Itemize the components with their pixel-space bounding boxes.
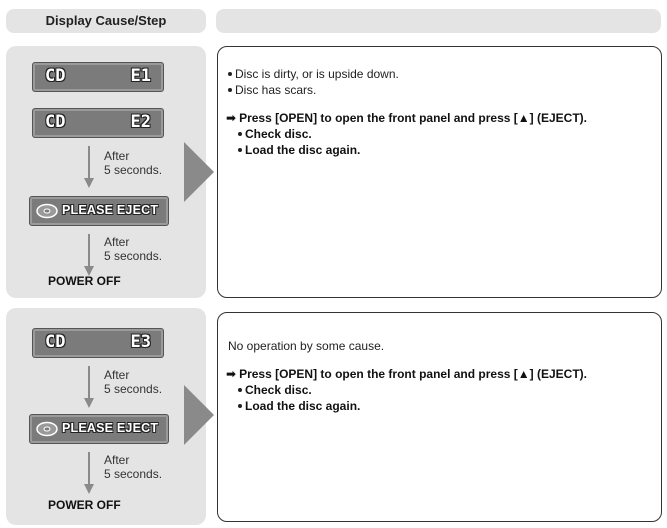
display-panel-2: CD E3 After 5 seconds. PLEASE EJECT Afte…	[6, 308, 206, 525]
lcd-cd-label: CD	[45, 332, 66, 352]
lcd-display-please-eject: PLEASE EJECT	[29, 196, 169, 226]
lcd-cd-label: CD	[45, 112, 66, 132]
lcd-display-e1: CD E1	[32, 62, 164, 92]
remedy-panel-2: No operation by some cause. ➡Press [OPEN…	[217, 312, 662, 522]
lcd-display-e2: CD E2	[32, 108, 164, 138]
cause-item: Disc has scars.	[228, 83, 316, 97]
sub-action-item: Load the disc again.	[238, 399, 360, 413]
lcd-display-e3: CD E3	[32, 328, 164, 358]
cause-item: Disc is dirty, or is upside down.	[228, 67, 399, 81]
down-arrow-icon	[84, 366, 94, 408]
lcd-cd-label: CD	[45, 66, 66, 86]
bullet-icon	[238, 147, 242, 152]
please-eject-label: PLEASE EJECT	[62, 421, 159, 435]
lcd-error-code: E3	[130, 332, 151, 352]
right-triangle-icon	[184, 142, 214, 202]
bullet-icon	[238, 403, 242, 408]
header-left-title: Display Cause/Step	[45, 13, 167, 28]
down-arrow-icon	[84, 146, 94, 188]
remedy-panel-1: Disc is dirty, or is upside down. Disc h…	[217, 46, 662, 298]
header-right-title	[216, 9, 661, 33]
power-off-label: POWER OFF	[48, 498, 121, 512]
header-remedy	[216, 9, 661, 33]
action-step: ➡Press [OPEN] to open the front panel an…	[226, 111, 587, 125]
bullet-icon	[228, 71, 232, 76]
lcd-error-code: E1	[130, 66, 151, 86]
please-eject-label: PLEASE EJECT	[62, 203, 159, 217]
action-step: ➡Press [OPEN] to open the front panel an…	[226, 367, 587, 381]
display-panel-1: CD E1 CD E2 After 5 seconds. PLEASE EJEC…	[6, 46, 206, 298]
right-triangle-icon	[184, 385, 214, 445]
right-arrow-icon: ➡	[226, 111, 237, 125]
right-arrow-icon: ➡	[226, 367, 237, 381]
cause-item: No operation by some cause.	[228, 339, 385, 353]
bullet-icon	[238, 387, 242, 392]
disc-icon	[36, 203, 58, 219]
bullet-icon	[238, 131, 242, 136]
sub-action-item: Load the disc again.	[238, 143, 360, 157]
step-after-5-seconds: After 5 seconds.	[104, 368, 163, 396]
sub-action-item: Check disc.	[238, 127, 312, 141]
step-after-5-seconds: After 5 seconds.	[104, 453, 163, 481]
step-after-5-seconds: After 5 seconds.	[104, 149, 163, 177]
lcd-display-please-eject: PLEASE EJECT	[29, 414, 169, 444]
bullet-icon	[228, 87, 232, 92]
lcd-error-code: E2	[130, 112, 151, 132]
header-display-cause-step: Display Cause/Step	[6, 9, 206, 33]
down-arrow-icon	[84, 452, 94, 494]
power-off-label: POWER OFF	[48, 274, 121, 288]
down-arrow-icon	[84, 234, 94, 276]
sub-action-item: Check disc.	[238, 383, 312, 397]
step-after-5-seconds: After 5 seconds.	[104, 235, 163, 263]
disc-icon	[36, 421, 58, 437]
